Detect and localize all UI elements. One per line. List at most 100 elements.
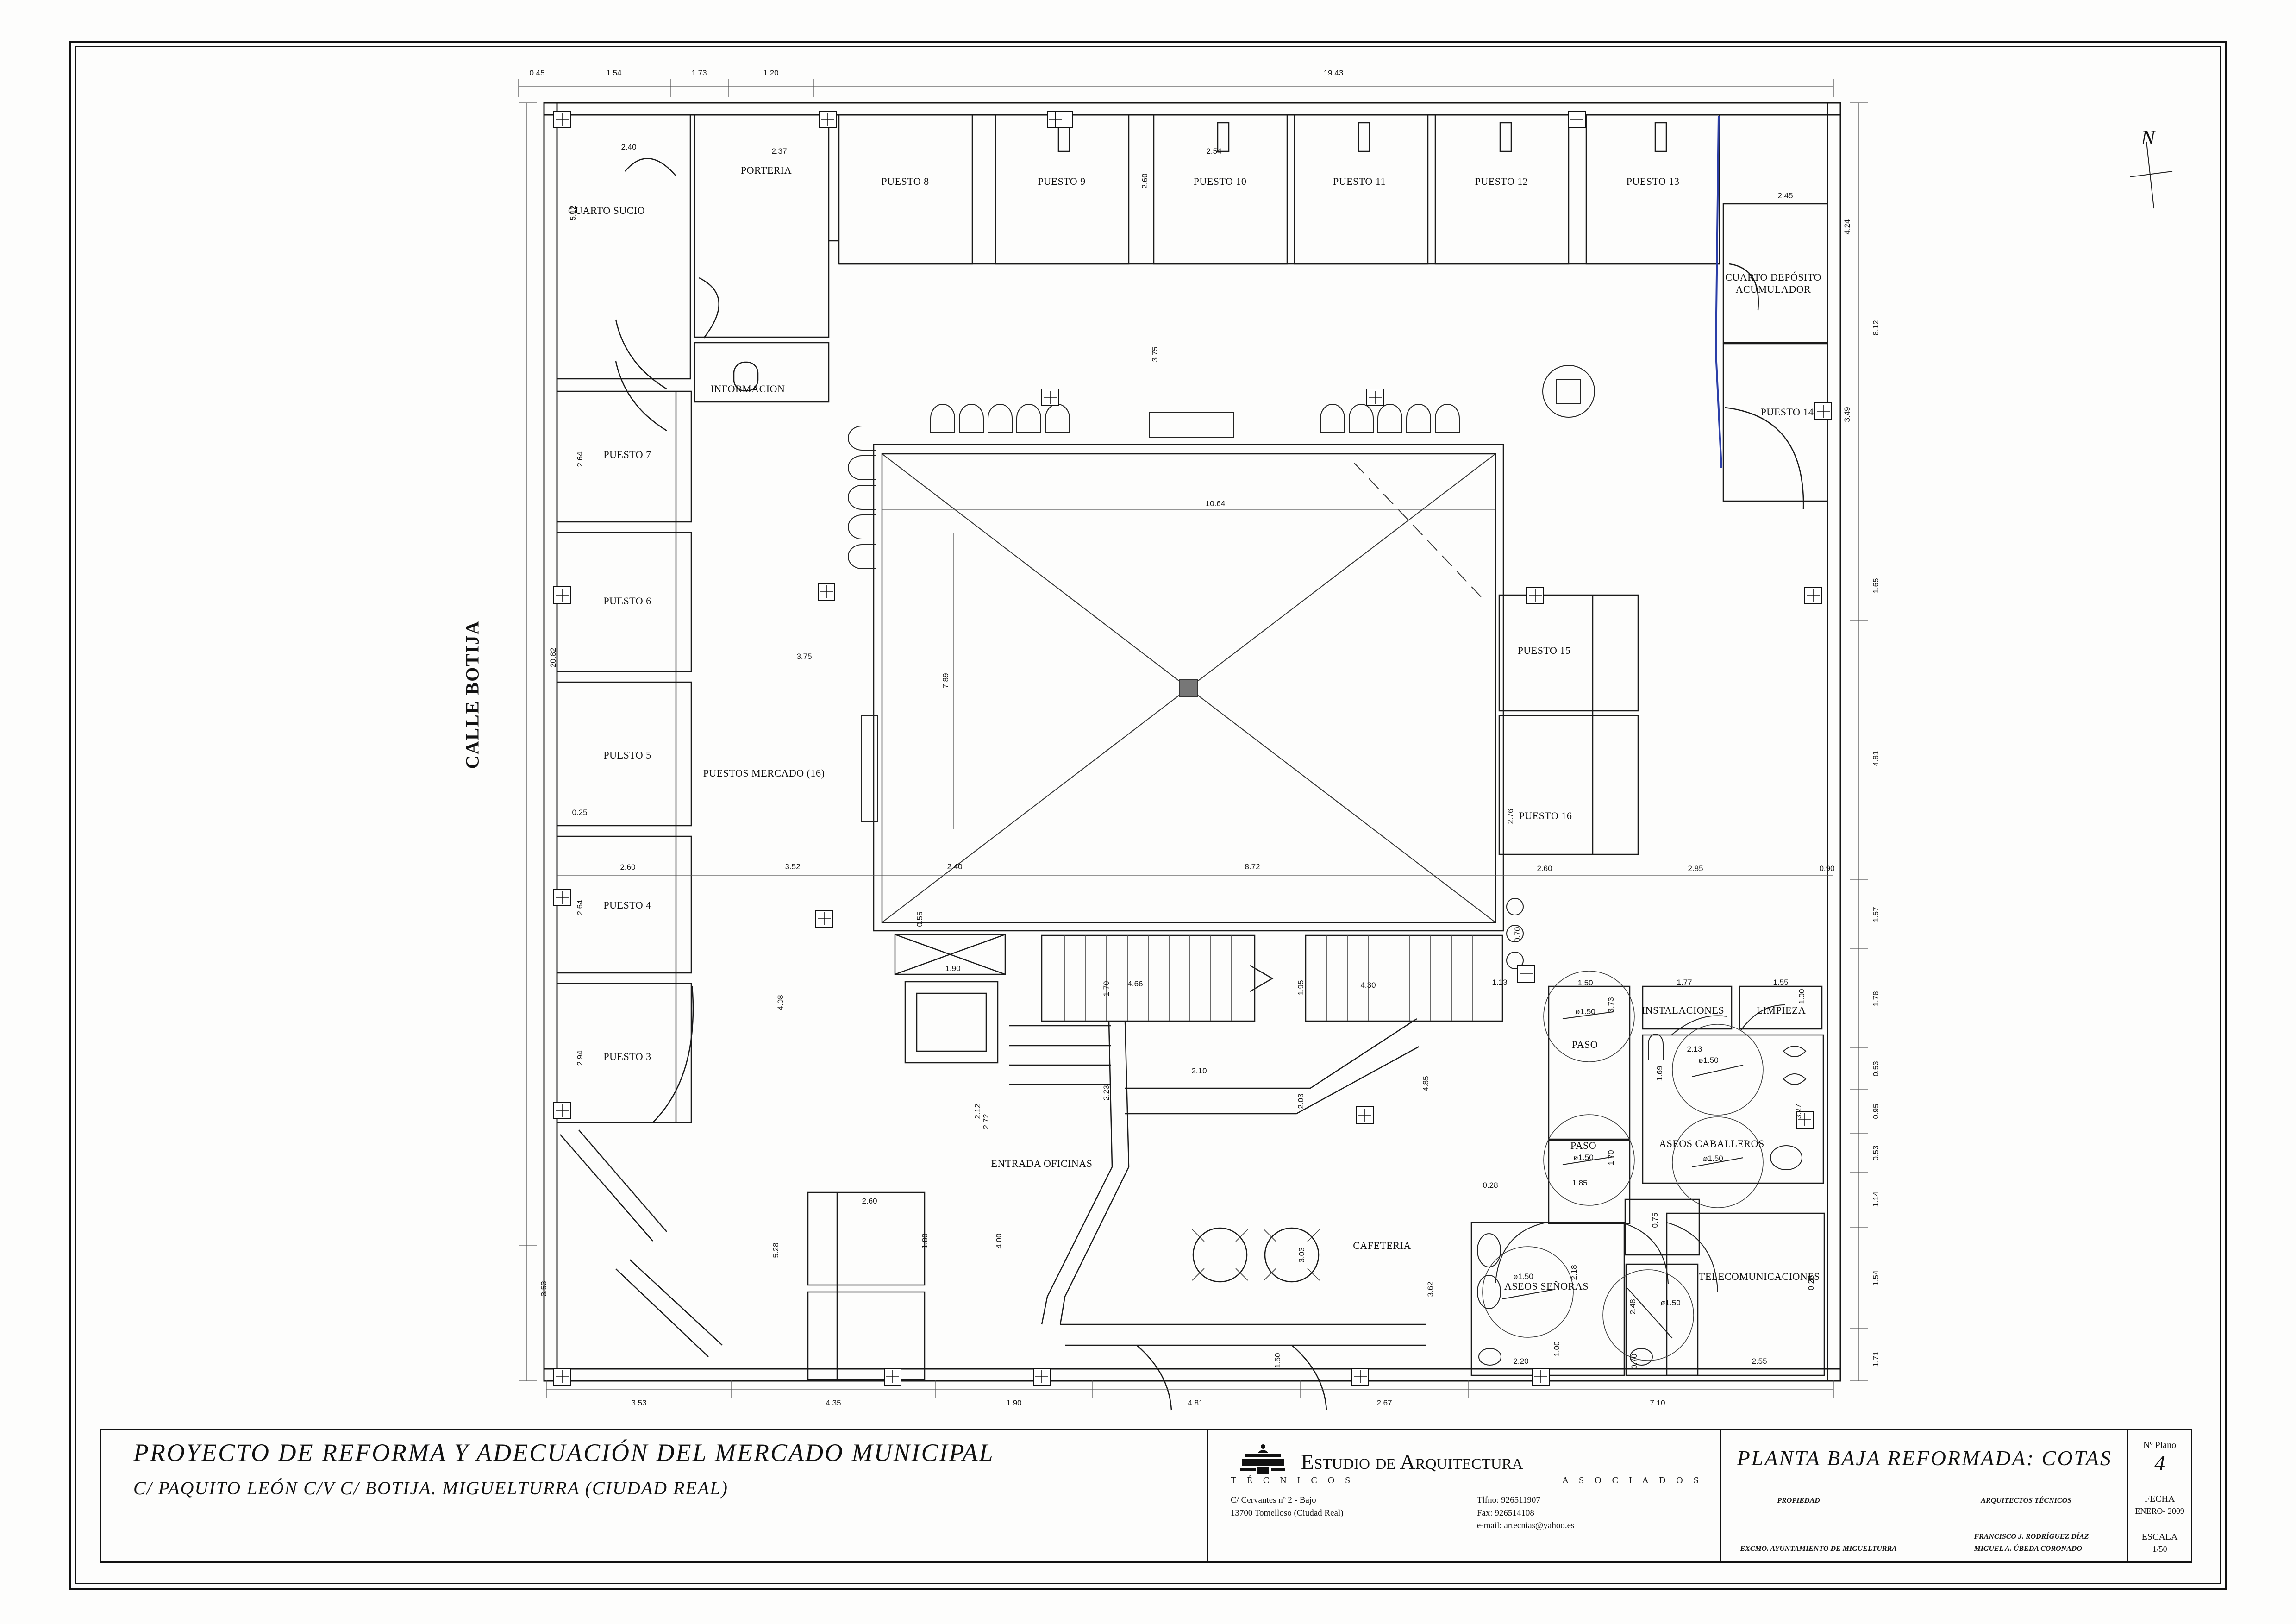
dimension-bottom: 3.53	[631, 1398, 647, 1407]
escala-label: ESCALA	[2141, 1532, 2178, 1542]
studio-name-rquitectura: RQUITECTURA	[1415, 1456, 1523, 1473]
dimension-right: 1.54	[1871, 1270, 1880, 1286]
room-label-puesto-11: PUESTO 11	[1333, 176, 1386, 188]
room-label-puesto-14: PUESTO 14	[1761, 406, 1814, 418]
room-label-limpieza: LIMPIEZA	[1757, 1004, 1806, 1016]
fecha-value: ENERO- 2009	[2135, 1506, 2184, 1516]
dimension-interior: 2.64	[576, 900, 584, 915]
room-label-aseos-senoras: ASEOS SEÑORAS	[1504, 1280, 1589, 1292]
room-label-cafeteria: CAFETERIA	[1353, 1240, 1411, 1252]
room-label-puesto-12: PUESTO 12	[1475, 176, 1528, 188]
dimension-interior: 2.72	[982, 1114, 990, 1129]
dimension-interior: 3.62	[1426, 1281, 1435, 1297]
dimension-interior: 3.03	[1297, 1247, 1306, 1263]
room-label-text: PUESTO 12	[1475, 176, 1528, 187]
dimension-right: 1.57	[1871, 907, 1880, 922]
dimension-interior: ø1.50	[1703, 1154, 1723, 1163]
studio-name: ESTUDIO DE ARQUITECTURA	[1301, 1449, 1523, 1474]
dimension-interior: 8.72	[1245, 862, 1260, 871]
room-label-text: PUESTO 8	[881, 176, 929, 187]
project-title-line2: C/ PAQUITO LEÓN C/V C/ BOTIJA. MIGUELTUR…	[133, 1478, 728, 1499]
sheet-border-inner	[75, 46, 2221, 1584]
drawing-credits-row: PROPIEDAD EXCMO. AYUNTAMIENTO DE MIGUELT…	[1721, 1486, 2127, 1561]
dimension-interior: 2.37	[771, 147, 787, 156]
dimension-bottom: 4.35	[826, 1398, 841, 1407]
dimension-interior: 2.60	[862, 1197, 877, 1205]
north-arrow: N	[2129, 125, 2222, 227]
dimension-top: 19.43	[1323, 69, 1344, 77]
dimension-interior: 4.66	[1127, 979, 1143, 988]
dimension-interior: 2.54	[1206, 147, 1222, 156]
dimension-interior: 10.64	[1205, 499, 1226, 508]
dimension-interior: 1.70	[1607, 1150, 1615, 1166]
room-label-text: PUESTO 7	[603, 449, 651, 460]
dimension-interior: 0.28	[1807, 1275, 1815, 1291]
dimension-bottom: 7.10	[1650, 1398, 1665, 1407]
dimension-interior: 2.60	[1537, 864, 1552, 873]
propiedad-header: PROPIEDAD	[1777, 1497, 1820, 1505]
room-label-puestos-mercado: PUESTOS MERCADO (16)	[703, 767, 825, 779]
street-label-calle-botija: CALLE BOTIJA	[462, 620, 483, 769]
room-label-entrada-oficinas: ENTRADA OFICINAS	[991, 1158, 1093, 1170]
room-label-text: INSTALACIONES	[1641, 1004, 1725, 1016]
dimension-right: 0.53	[1871, 1145, 1880, 1161]
room-label-text: ENTRADA OFICINAS	[991, 1158, 1093, 1169]
studio-name-studio: STUDIO	[1314, 1456, 1370, 1473]
room-label-porteria: PORTERIA	[741, 164, 792, 176]
room-label-text: ASEOS SEÑORAS	[1504, 1280, 1589, 1292]
room-label-text: PUESTO 13	[1626, 176, 1680, 187]
room-label-puesto-13: PUESTO 13	[1627, 176, 1680, 188]
room-label-text: PUESTO 5	[603, 749, 651, 761]
room-label-text: PASO	[1570, 1140, 1597, 1151]
dimension-interior: 2.94	[576, 1050, 584, 1066]
room-label-text: PUESTO 16	[1519, 810, 1572, 821]
north-letter: N	[2141, 125, 2155, 149]
drawing-title: PLANTA BAJA REFORMADA: COTAS	[1737, 1446, 2112, 1470]
room-label-puesto-6: PUESTO 6	[603, 595, 651, 607]
dimension-interior: 2.85	[1688, 864, 1703, 873]
arquitecto-2: MIGUEL A. ÚBEDA CORONADO	[1974, 1545, 2082, 1553]
dimension-interior: 2.18	[1570, 1265, 1578, 1280]
room-label-cuarto-sucio: CUARTO SUCIO	[568, 205, 645, 217]
room-label-text: PUESTO 14	[1760, 406, 1814, 418]
dimension-interior: 2.60	[1140, 173, 1149, 189]
room-label-text: PORTERIA	[740, 164, 792, 176]
dimension-interior: 3.52	[785, 862, 801, 871]
room-label-text: PUESTO 3	[603, 1051, 651, 1062]
dimension-interior: 2.12	[973, 1104, 982, 1119]
dimension-interior: 3.27	[1794, 1104, 1803, 1119]
dimension-interior: 0.70	[1630, 1354, 1639, 1369]
dimension-interior: 1.55	[1773, 978, 1789, 987]
dimension-interior: 1.13	[1492, 978, 1508, 987]
studio-sub-right: A S O C I A D O S	[1562, 1475, 1703, 1486]
studio-logo-icon	[1239, 1444, 1285, 1474]
room-label-paso-2: PASO	[1570, 1140, 1596, 1152]
dimension-interior: 1.80	[920, 1233, 929, 1249]
dimension-interior: 2.64	[576, 451, 584, 467]
dimension-right: 1.71	[1871, 1351, 1880, 1367]
fecha-label: FECHA	[2144, 1494, 2175, 1504]
dimension-top: 1.54	[606, 69, 622, 77]
arquitectos-header: ARQUITECTOS TÉCNICOS	[1981, 1497, 2072, 1505]
dimension-top: 0.45	[529, 69, 545, 77]
room-label-text: PUESTO 6	[603, 595, 651, 607]
dimension-interior: 2.45	[1777, 191, 1793, 200]
studio-address-line2: 13700 Tomelloso (Ciudad Real)	[1230, 1508, 1344, 1518]
dimension-interior: 1.90	[945, 964, 961, 973]
studio-name-de: DE	[1375, 1456, 1396, 1473]
dimension-interior: 1.69	[1655, 1066, 1664, 1081]
dimension-interior: 2.03	[1296, 1093, 1305, 1109]
dimension-interior: 0.55	[915, 911, 924, 927]
dimension-right: 1.65	[1871, 578, 1880, 594]
project-title-line1: PROYECTO DE REFORMA Y ADECUACIÓN DEL MER…	[133, 1439, 995, 1467]
studio-address-line1: C/ Cervantes nº 2 - Bajo	[1230, 1495, 1316, 1505]
dimension-interior: 4.85	[1421, 1076, 1430, 1091]
room-label-puesto-7: PUESTO 7	[603, 449, 651, 461]
room-label-text: PUESTOS MERCADO (16)	[703, 767, 825, 779]
dimension-left: 3.53	[539, 1281, 548, 1297]
dimension-right: 1.78	[1871, 991, 1880, 1007]
room-label-text: CAFETERIA	[1353, 1240, 1411, 1251]
dimension-interior: 0.28	[1483, 1181, 1498, 1190]
dimension-interior: 1.95	[1296, 980, 1305, 996]
